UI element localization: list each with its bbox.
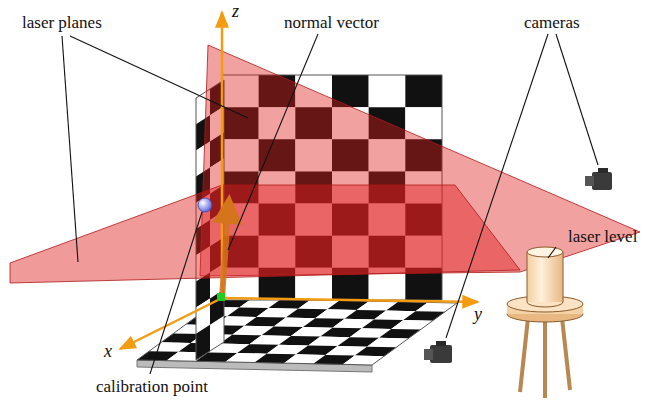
origin-marker — [217, 293, 225, 301]
board-cell — [369, 75, 406, 107]
x-axis — [120, 298, 222, 349]
board-cell — [405, 75, 442, 107]
board-cell — [210, 316, 224, 351]
board-outline — [137, 298, 457, 365]
board-cell — [196, 325, 210, 360]
horizontal-laser-plane — [10, 185, 520, 283]
callout-label: cameras — [524, 14, 580, 31]
axis-label: y — [474, 305, 482, 323]
laser-level — [507, 247, 583, 398]
callout-label: calibration point — [96, 378, 208, 395]
floor-checkerboard — [137, 298, 457, 365]
leader-lines — [62, 34, 598, 374]
y-axis — [222, 298, 478, 302]
callout-label: laser level — [568, 228, 637, 245]
callout-label: normal vector — [284, 14, 379, 31]
calibration-point-sphere — [198, 198, 212, 212]
axis-label: z — [232, 2, 239, 20]
callout-label: laser planes — [22, 14, 102, 31]
camera-bottom — [424, 341, 452, 363]
camera-right — [585, 168, 612, 190]
axis-label: x — [104, 342, 112, 360]
